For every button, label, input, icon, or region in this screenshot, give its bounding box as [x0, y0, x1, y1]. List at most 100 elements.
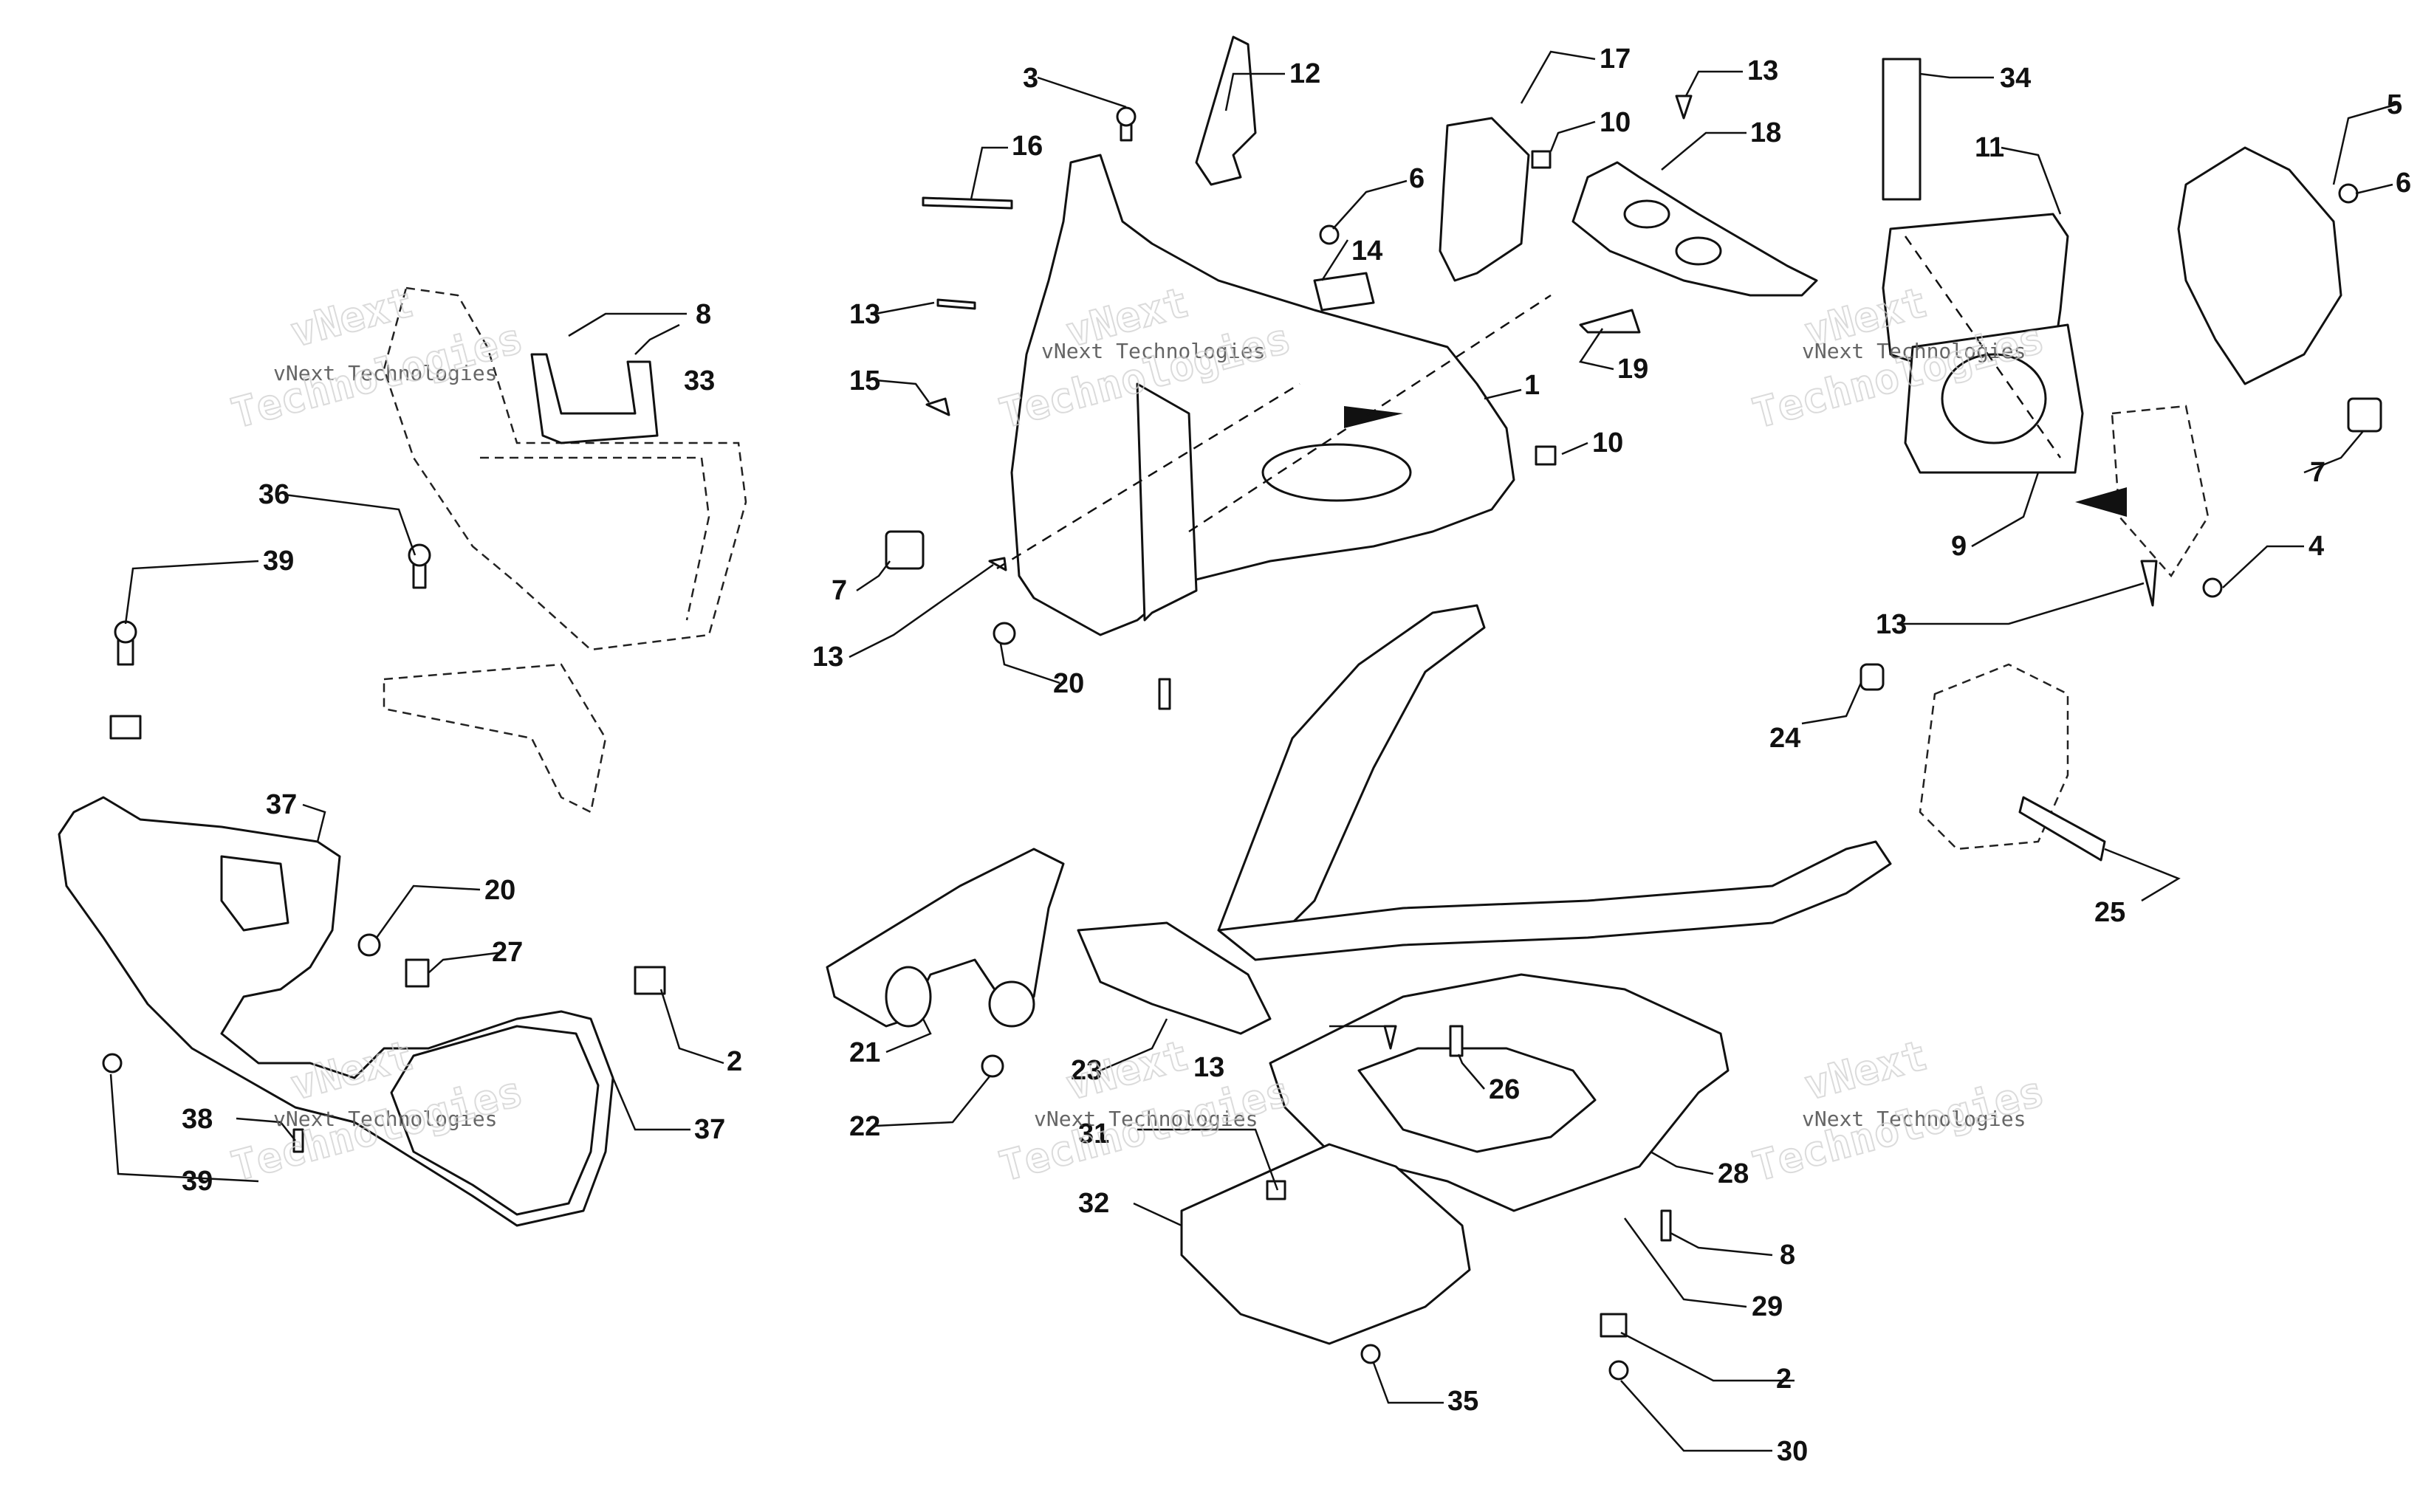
- callout-10: 10: [1592, 427, 1623, 458]
- rivet-13-right: [2140, 560, 2158, 607]
- callout-labels: 1 2 2 3 4 5 6 6 7 7 8 8 9 10 10 11 12 13…: [182, 44, 2411, 1467]
- screw-4: [2202, 577, 2223, 598]
- bolt-20-center-b: [1158, 678, 1171, 710]
- left-assembly: [58, 286, 747, 1227]
- plate-32: [1180, 1143, 1471, 1345]
- clip-27: [405, 958, 430, 988]
- rivet-8-bottom: [1660, 1209, 1672, 1242]
- callout-33: 33: [684, 365, 715, 396]
- ghost-bracket-right: [2111, 405, 2210, 578]
- callout-2: 2: [727, 1046, 742, 1077]
- callout-17: 17: [1600, 44, 1631, 75]
- callout-32: 32: [1078, 1188, 1109, 1219]
- panel-18: [1571, 161, 1818, 297]
- callout-7: 7: [2310, 457, 2325, 488]
- callout-22: 22: [849, 1111, 880, 1142]
- callout-28: 28: [1718, 1158, 1749, 1189]
- ghost-bulkhead-outline: [383, 286, 747, 651]
- gauge-17: [1439, 117, 1530, 282]
- callout-6: 6: [2396, 168, 2411, 199]
- watermark-text: vNext Technologies: [1802, 339, 2026, 363]
- callout-18: 18: [1750, 117, 1781, 148]
- watermark-text: vNext Technologies: [273, 1107, 497, 1131]
- callout-13: 13: [849, 299, 880, 330]
- watermark-text: vNext Technologies: [273, 361, 497, 385]
- callout-24: 24: [1769, 723, 1800, 754]
- screw-6-right: [2338, 183, 2359, 204]
- callout-31: 31: [1078, 1118, 1109, 1150]
- callout-37: 37: [266, 789, 297, 820]
- callout-26: 26: [1489, 1074, 1520, 1105]
- callout-3: 3: [1023, 63, 1038, 94]
- callout-13: 13: [1876, 609, 1907, 640]
- callout-35: 35: [1447, 1386, 1478, 1417]
- callout-14: 14: [1351, 236, 1382, 267]
- rivet-13-a: [936, 298, 976, 310]
- callout-15: 15: [849, 365, 880, 396]
- rivet-13-frame: [1383, 1025, 1397, 1050]
- bolt-20-left: [357, 933, 381, 957]
- screw-30: [1608, 1360, 1629, 1381]
- callout-7: 7: [832, 575, 847, 606]
- callout-10: 10: [1600, 107, 1631, 138]
- rivet-15: [925, 397, 950, 416]
- callout-6: 6: [1409, 163, 1425, 194]
- nut-10-top: [1531, 150, 1552, 169]
- bracket-14: [1313, 272, 1375, 312]
- bulkhead-opening: [1261, 443, 1412, 502]
- callout-11: 11: [1975, 132, 2004, 163]
- callout-20: 20: [1053, 668, 1084, 699]
- watermark-text: vNext Technologies: [1802, 1107, 2026, 1131]
- bumper-7-right: [2347, 397, 2382, 433]
- callout-25: 25: [2094, 897, 2125, 928]
- callout-8: 8: [1780, 1240, 1795, 1271]
- guard-window: [220, 855, 289, 932]
- screw-6-center: [1319, 224, 1340, 245]
- watermark-text: vNext Technologies: [1041, 339, 1265, 363]
- callout-20: 20: [484, 875, 515, 906]
- callout-27: 27: [492, 937, 523, 968]
- bushing-24: [1859, 663, 1885, 691]
- bulkhead-1: [1010, 154, 1515, 636]
- clip-2-left: [634, 966, 666, 995]
- callout-39: 39: [263, 546, 294, 577]
- bumper-7-left: [885, 530, 925, 570]
- bracket-19: [1579, 309, 1641, 334]
- callout-21: 21: [849, 1037, 880, 1068]
- housing-5: [2177, 146, 2342, 385]
- watermark-text: vNext Technologies: [1034, 1107, 1258, 1131]
- callout-36: 36: [258, 479, 289, 510]
- bolt-25: [2018, 796, 2106, 862]
- guard-lower-panel-37: [390, 1025, 600, 1216]
- callout-37: 37: [694, 1114, 725, 1145]
- callout-1: 1: [1524, 370, 1540, 401]
- plate-9-hole: [1941, 353, 2047, 444]
- callout-39: 39: [182, 1166, 213, 1197]
- frame-assembly: [826, 604, 2106, 1381]
- bulkhead-assembly: [885, 35, 1818, 710]
- frame-front: [1077, 921, 1272, 1035]
- callout-30: 30: [1777, 1436, 1808, 1467]
- callout-34: 34: [2000, 63, 2031, 94]
- callout-19: 19: [1617, 354, 1648, 385]
- callout-8: 8: [696, 299, 711, 330]
- right-upper-assembly: [1675, 58, 2382, 607]
- handle-34: [1882, 58, 1922, 201]
- callout-38: 38: [182, 1104, 213, 1135]
- callout-23: 23: [1071, 1055, 1102, 1086]
- bolt-26: [1449, 1025, 1464, 1057]
- watermark-word: vNext: [1800, 1031, 1933, 1110]
- callout-4: 4: [2308, 531, 2324, 562]
- ghost-bulkhead-inner: [383, 456, 710, 814]
- leader-lines: [109, 50, 2401, 1452]
- callout-13: 13: [1747, 55, 1778, 86]
- skid-inner-29: [1357, 1047, 1597, 1153]
- callout-13: 13: [812, 642, 843, 673]
- rivet-13-top-right: [1675, 94, 1693, 120]
- direction-arrow-center: [1344, 406, 1403, 428]
- callout-9: 9: [1951, 531, 1967, 562]
- callout-2: 2: [1776, 1364, 1792, 1395]
- callout-29: 29: [1752, 1291, 1783, 1322]
- screw-35: [1360, 1344, 1381, 1364]
